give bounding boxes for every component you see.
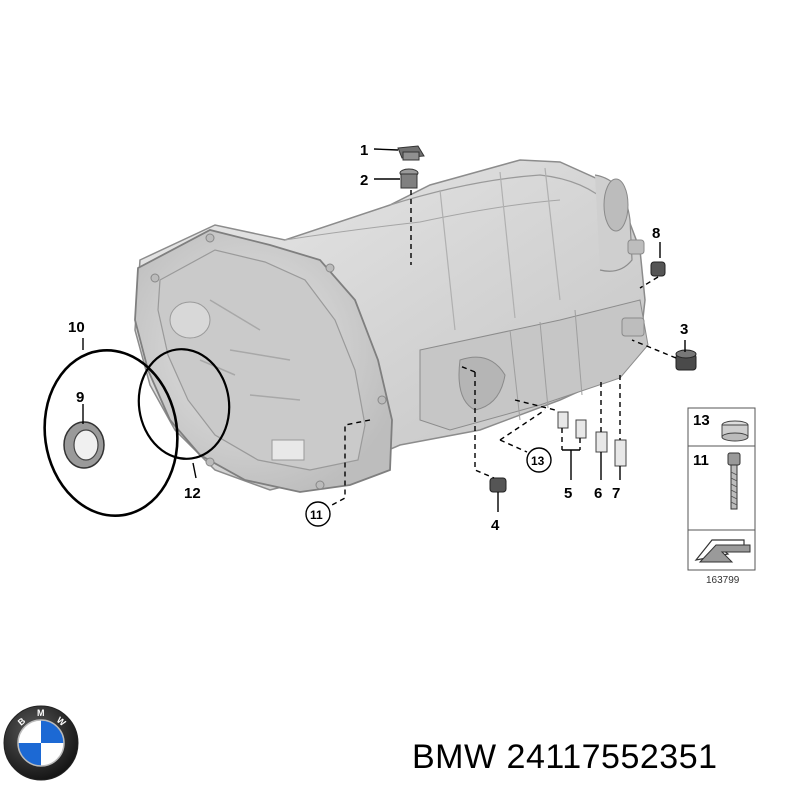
callout-5: 5 bbox=[564, 485, 572, 502]
callout-3: 3 bbox=[680, 321, 688, 338]
diagram-ref: 163799 bbox=[706, 575, 740, 586]
callout-9: 9 bbox=[76, 389, 84, 406]
arrow-icon bbox=[694, 539, 751, 563]
leader-lines bbox=[82, 148, 686, 512]
legend-13: 13 bbox=[693, 412, 710, 429]
callout-11: 11 bbox=[310, 508, 323, 522]
callout-13: 13 bbox=[531, 454, 545, 468]
callout-labels: 1 2 8 3 10 9 12 5 6 7 4 11 13 bbox=[68, 142, 688, 534]
logo-m: M bbox=[37, 708, 45, 718]
plug-4 bbox=[489, 477, 507, 493]
callout-6: 6 bbox=[594, 485, 602, 502]
plug-2 bbox=[399, 168, 419, 189]
o-ring-12 bbox=[137, 348, 231, 460]
callout-2: 2 bbox=[360, 172, 368, 189]
callout-10: 10 bbox=[68, 319, 85, 336]
plug-3 bbox=[675, 349, 697, 371]
plug-1 bbox=[397, 145, 425, 161]
part-number-caption: BMW 24117552351 bbox=[412, 738, 718, 776]
callout-4: 4 bbox=[491, 517, 500, 534]
dowel-sleeves bbox=[557, 411, 627, 467]
bolt-icon bbox=[727, 452, 741, 510]
logo-b: B bbox=[16, 715, 28, 727]
legend-11: 11 bbox=[693, 452, 709, 469]
transmission-housing bbox=[134, 159, 649, 493]
bush-icon bbox=[721, 420, 749, 442]
callout-1: 1 bbox=[360, 142, 368, 159]
shaft-seal-9 bbox=[63, 421, 105, 469]
o-ring-10 bbox=[43, 348, 179, 518]
callout-7: 7 bbox=[612, 485, 620, 502]
bmw-logo: B M W bbox=[3, 705, 79, 781]
callout-12: 12 bbox=[184, 485, 201, 502]
callout-8: 8 bbox=[652, 225, 660, 242]
screw-8 bbox=[650, 261, 666, 277]
legend-panel: 13 11 163799 bbox=[687, 407, 756, 586]
